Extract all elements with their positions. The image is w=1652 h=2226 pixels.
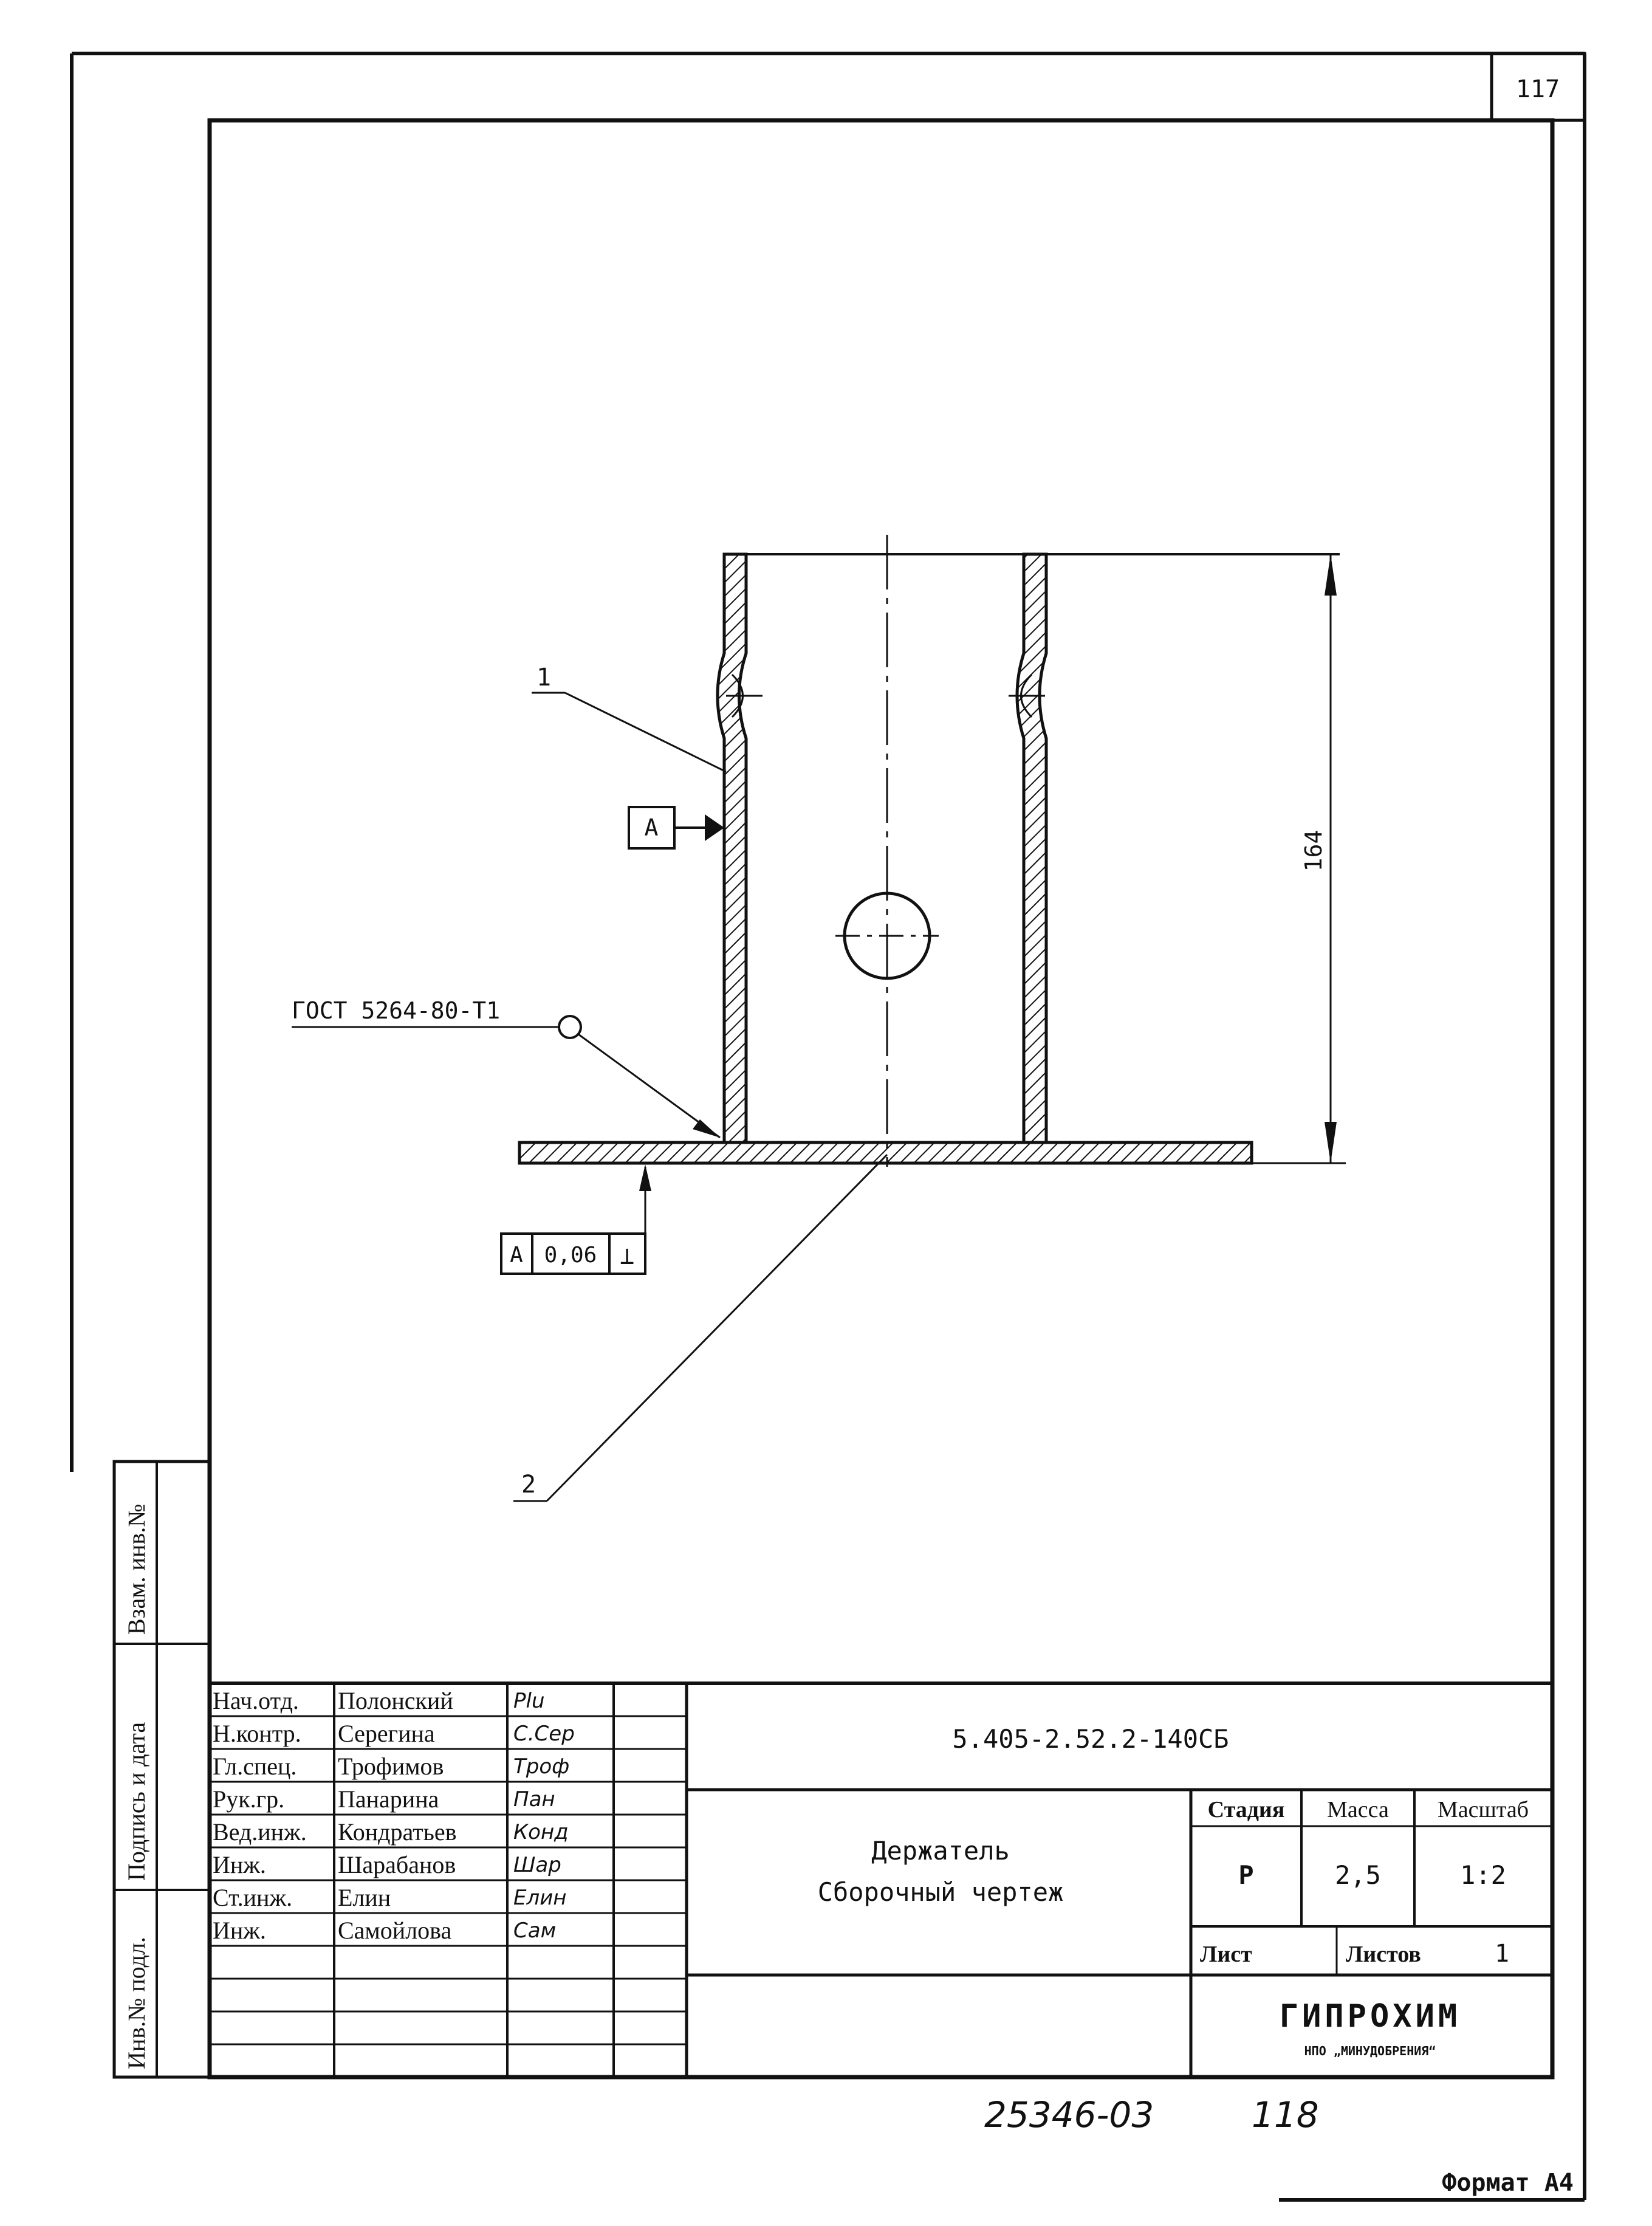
org-subtitle: НПО „МИНУДОБРЕНИЯ“ [1304, 2044, 1436, 2058]
signer-name: Серегина [338, 1720, 435, 1747]
page-number: 117 [1516, 75, 1560, 103]
sheet-label: Лист [1200, 1942, 1252, 1967]
signer-row: Рук.гр. Панарина Пан [213, 1785, 555, 1813]
signer-signature: Сам [513, 1919, 556, 1943]
signer-role: Вед.инж. [213, 1818, 307, 1846]
signer-signature: Конд [513, 1820, 569, 1844]
signer-signature: С.Сер [513, 1722, 575, 1746]
signer-role: Нач.отд. [213, 1687, 299, 1714]
left-wall-section [716, 552, 748, 1144]
signer-role: Н.контр. [213, 1720, 301, 1747]
tolerance-symbol: ⊥ [620, 1242, 634, 1270]
sheets-count: 1 [1495, 1940, 1509, 1968]
signer-row: Ст.инж. Елин Елин [213, 1884, 567, 1911]
signer-row: Вед.инж. Кондратьев Конд [213, 1818, 569, 1846]
dimension-value: 164 [1300, 830, 1327, 872]
signer-name: Полонский [338, 1687, 453, 1714]
stage-header: Стадия [1208, 1797, 1285, 1822]
document-type: Сборочный чертеж [818, 1877, 1064, 1907]
signer-signature: Троф [513, 1754, 569, 1779]
signer-row: Гл.спец. Трофимов Троф [213, 1753, 569, 1780]
mass-value: 2,5 [1335, 1860, 1381, 1890]
tolerance-datum: А [510, 1243, 523, 1268]
signer-role: Инж. [213, 1917, 266, 1944]
side-label-vzam-inv: Взам. инв.№ [123, 1504, 150, 1635]
datum-a: А [628, 806, 724, 850]
side-strip: Взам. инв.№ Подпись и дата Инв.№ подл. [112, 1460, 211, 2079]
signer-name: Елин [338, 1884, 391, 1911]
leader-1: 1 [532, 664, 727, 773]
part-name: Держатель [871, 1836, 1010, 1866]
signer-signature: Plu [513, 1689, 545, 1713]
tolerance-value: 0,06 [544, 1243, 597, 1268]
tolerance-frame: А 0,06 ⊥ [500, 1164, 651, 1275]
right-wall-section [1015, 552, 1048, 1144]
leader-2: 2 [513, 1153, 888, 1502]
sheets-label: Листов [1346, 1942, 1421, 1967]
archive-page: 118 [1252, 2094, 1319, 2135]
archive-code: 25346-03 [984, 2094, 1154, 2135]
signer-name: Кондратьев [338, 1818, 457, 1846]
inner-frame [207, 118, 1555, 2080]
format-label: Формат А4 [1442, 2169, 1574, 2197]
leader-2-label: 2 [521, 1471, 536, 1499]
base-plate-section [518, 1141, 1253, 1165]
signer-role: Инж. [213, 1851, 266, 1878]
weld-note: ГОСТ 5264-80-Т1 [292, 997, 721, 1139]
org-name: ГИПРОХИМ [1280, 1998, 1461, 2035]
weld-note-text: ГОСТ 5264-80-Т1 [292, 997, 500, 1024]
scale-header: Масштаб [1438, 1797, 1529, 1822]
signer-signature: Пан [513, 1787, 555, 1812]
side-label-inv-podl: Инв.№ подл. [123, 1937, 150, 2069]
signer-role: Рук.гр. [213, 1785, 284, 1813]
signer-role: Гл.спец. [213, 1753, 296, 1780]
signer-name: Трофимов [338, 1753, 444, 1780]
signer-signature: Шар [513, 1853, 561, 1877]
stage-value: Р [1238, 1860, 1253, 1890]
signer-row: Инж. Шарабанов Шар [213, 1851, 561, 1878]
document-code: 5.405-2.52.2-140СБ [952, 1724, 1229, 1754]
scale-value: 1:2 [1460, 1860, 1506, 1890]
bottom-notes: 25346-03 118 Формат А4 [984, 2094, 1574, 2197]
mass-header: Масса [1327, 1797, 1389, 1822]
title-block: Нач.отд. Полонский Plu Н.контр. Серегина… [208, 1682, 1554, 2079]
signer-row: Инж. Самойлова Сам [213, 1917, 556, 1944]
signer-signature: Елин [513, 1886, 567, 1910]
signer-name: Самойлова [338, 1917, 451, 1944]
page-number-box: 117 [1490, 52, 1586, 122]
signer-row: Н.контр. Серегина С.Сер [213, 1720, 575, 1747]
outer-frame [70, 52, 1586, 2202]
signer-name: Шарабанов [338, 1851, 456, 1878]
holder-drawing [518, 535, 1340, 1167]
side-label-podpis-data: Подпись и дата [123, 1722, 150, 1881]
signer-row: Нач.отд. Полонский Plu [213, 1687, 545, 1714]
signer-name: Панарина [338, 1785, 439, 1813]
signer-role: Ст.инж. [213, 1884, 292, 1911]
dimension-height: 164 [1252, 554, 1346, 1164]
datum-a-label: А [645, 814, 659, 841]
leader-1-label: 1 [536, 664, 551, 692]
